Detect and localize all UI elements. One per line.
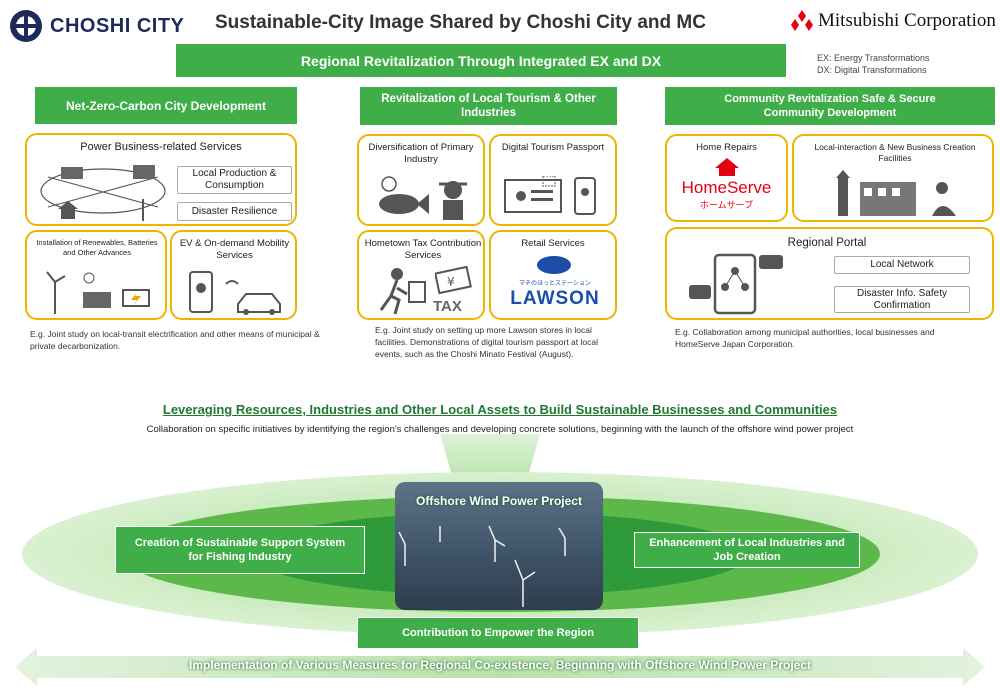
ev-mobility-icon [189, 271, 281, 315]
house-icon [715, 158, 739, 176]
fishing-support-box: Creation of Sustainable Support System f… [115, 526, 365, 574]
homeserve-jp: ホームサーブ [699, 200, 754, 210]
wind-title: Offshore Wind Power Project [416, 494, 582, 508]
facilities-icon [836, 170, 956, 216]
person-walking-icon [379, 268, 426, 315]
renewables-card: Installation of Renewables, Batteries an… [25, 230, 167, 320]
hometown-title: Hometown Tax Contribution Services [364, 238, 482, 261]
right-logo-text: Mitsubishi Corporation [818, 10, 996, 31]
bottom-double-arrow [15, 648, 985, 686]
power-title: Power Business-related Services [80, 141, 242, 153]
legend-ex: EX: Energy Transformations [817, 53, 930, 63]
lawson-logo: LAWSON [510, 288, 600, 309]
choshi-city-logo: CHOSHI CITY [8, 8, 184, 44]
legend: EX: Energy Transformations DX: Digital T… [817, 52, 930, 76]
renewables-title: Installation of Renewables, Batteries an… [36, 238, 158, 257]
local-production-pill: Local Production & Consumption [177, 166, 292, 194]
hometown-tax-card: Hometown Tax Contribution Services TAX ¥ [357, 230, 485, 320]
wind-turbines-icon [398, 525, 566, 607]
wind-farm-photo: Offshore Wind Power Project [395, 482, 603, 610]
diversification-card: Diversification of Primary Industry [357, 134, 485, 226]
left-note: E.g. Joint study on local-transit electr… [30, 329, 320, 351]
yen-note-icon: ¥ [435, 266, 472, 295]
regional-portal-card: Regional Portal Local Network Disaster I… [665, 227, 994, 320]
leverage-subtext: Collaboration on specific initiatives by… [146, 424, 854, 435]
choshi-emblem-icon [10, 10, 42, 42]
mitsubishi-logo: Mitsubishi Corporation [790, 10, 996, 32]
digital-passport-icon [504, 176, 596, 215]
facilities-title: Local-interaction & New Business Creatio… [814, 142, 976, 163]
ev-card: EV & On-demand Mobility Services [170, 230, 297, 320]
top-banner: Regional Revitalization Through Integrat… [176, 44, 786, 77]
left-heading: Net-Zero-Carbon City Development [35, 87, 297, 124]
right-heading: Community Revitalization Safe & Secure C… [665, 87, 995, 125]
job-creation-box: Enhancement of Local Industries and Job … [634, 532, 860, 568]
tax-label: TAX [433, 298, 462, 315]
digital-title: Digital Tourism Passport [501, 142, 605, 153]
lawson-subtitle: マチのほっとステーション [519, 281, 591, 287]
left-logo-text: CHOSHI CITY [50, 14, 185, 37]
legend-dx: DX: Digital Transformations [817, 65, 927, 75]
retail-title: Retail Services [521, 238, 585, 249]
retail-card: Retail Services マチのほっとステーション LAWSON [489, 230, 617, 320]
energy-cycle-icon [40, 165, 166, 221]
diversification-title: Diversification of Primary Industry [368, 142, 474, 165]
right-note: E.g. Collaboration among municipal autho… [675, 327, 935, 349]
disaster-info-pill: Disaster Info. Safety Confirmation [834, 286, 970, 313]
portal-title: Regional Portal [787, 237, 867, 249]
power-business-card: Power Business-related Services Local Pr… [25, 133, 297, 226]
home-repairs-card: Home Repairs HomeServe ホームサーブ [665, 134, 788, 222]
home-repairs-title: Home Repairs [696, 142, 757, 153]
portal-phone-icon [689, 253, 783, 315]
digital-passport-card: Digital Tourism Passport [489, 134, 617, 226]
middle-heading: Revitalization of Local Tourism & Other … [360, 87, 617, 125]
homeserve-logo: HomeServe [681, 178, 772, 197]
page-title: Sustainable-City Image Shared by Choshi … [215, 12, 706, 33]
three-diamonds-icon [791, 10, 813, 31]
contribution-box: Contribution to Empower the Region [357, 617, 639, 649]
bottom-arrow-text: Implementation of Various Measures for R… [189, 658, 811, 672]
lawson-jar-icon [537, 256, 571, 274]
renewables-icon [46, 271, 150, 314]
local-network-pill: Local Network [834, 256, 970, 274]
fish-farmer-icon [379, 176, 467, 220]
disaster-resilience-pill: Disaster Resilience [177, 202, 292, 221]
svg-text:¥: ¥ [447, 275, 455, 289]
facilities-card: Local-interaction & New Business Creatio… [792, 134, 994, 222]
ev-title: EV & On-demand Mobility Services [179, 238, 290, 261]
leverage-heading: Leveraging Resources, Industries and Oth… [162, 402, 838, 417]
middle-note: E.g. Joint study on setting up more Laws… [375, 325, 598, 359]
